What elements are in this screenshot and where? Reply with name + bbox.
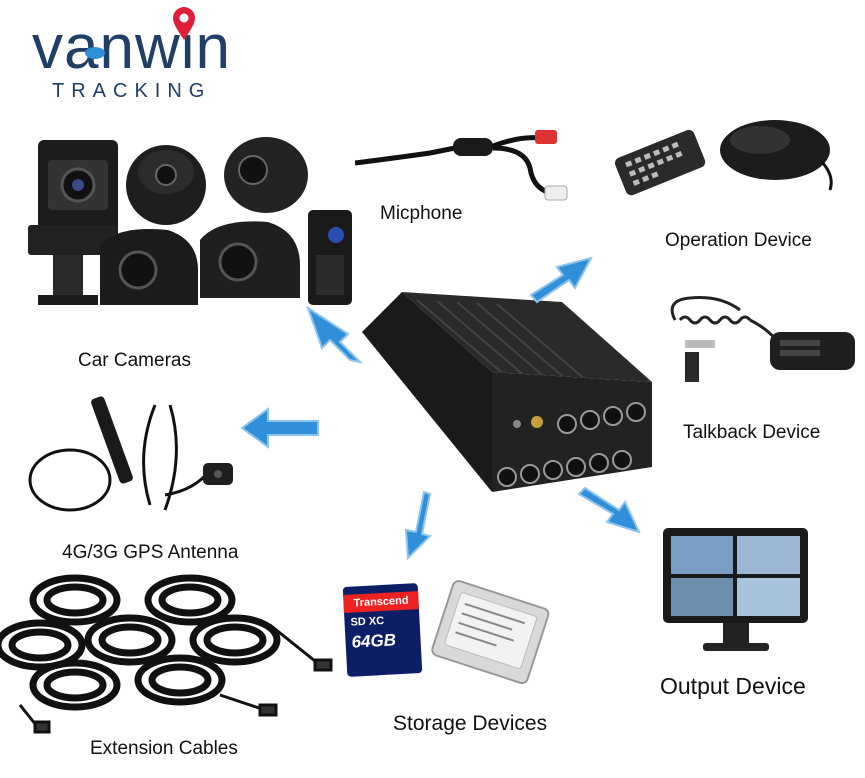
label-operation-device: Operation Device	[665, 230, 812, 251]
handheld-mic-icon	[670, 296, 855, 382]
logo-wordmark: vanwin	[32, 13, 231, 82]
label-talkback-device: Talkback Device	[683, 422, 821, 443]
label-extension-cables: Extension Cables	[90, 738, 238, 759]
car-camera-icon	[28, 137, 352, 305]
cable-coil-icon	[0, 574, 333, 734]
antenna-icon	[28, 396, 233, 512]
remote-mouse-icon	[614, 120, 833, 196]
location-pin-icon	[173, 7, 195, 40]
arrow-to-antenna-icon	[240, 407, 319, 449]
sd-card-icon: Transcend SD XC 64GB	[342, 583, 423, 677]
label-storage-devices: Storage Devices	[393, 712, 548, 735]
arrow-to-output-icon	[577, 486, 641, 534]
arrow-to-cameras-icon	[306, 305, 364, 364]
monitor-icon	[663, 528, 808, 651]
eye-swoosh-icon	[85, 47, 105, 59]
microphone-icon	[355, 130, 568, 201]
label-antenna: 4G/3G GPS Antenna	[62, 542, 239, 563]
label-output-device: Output Device	[660, 673, 806, 699]
label-car-cameras: Car Cameras	[78, 350, 191, 371]
sd-card-capacity: 64GB	[351, 630, 397, 652]
arrow-to-storage-icon	[404, 490, 432, 561]
hard-drive-icon	[431, 580, 550, 685]
mdvr-box-icon	[362, 292, 652, 492]
label-microphone: Micphone	[380, 203, 463, 224]
logo-tagline: TRACKING	[52, 80, 212, 102]
arrow-to-operation-icon	[529, 256, 593, 304]
